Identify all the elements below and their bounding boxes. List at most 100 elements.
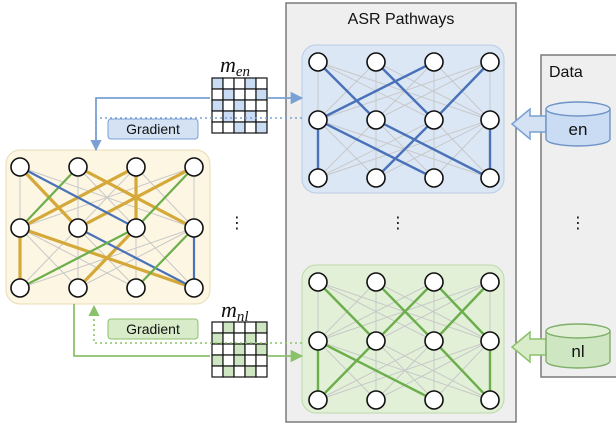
neuron (68, 278, 88, 298)
neuron (424, 110, 444, 130)
mask-cell (222, 354, 235, 367)
mask-cell (222, 88, 235, 101)
database-en-body (545, 109, 611, 147)
dutch-pathway-active-edge (316, 280, 378, 343)
mask-cell (255, 110, 268, 123)
english-pathway-active-edge (432, 60, 492, 122)
mask-en-grid (211, 77, 268, 134)
mask-cell (255, 321, 268, 334)
mask-en-subscript: en (236, 64, 250, 80)
dutch-pathway-edge (317, 340, 491, 401)
en-data-arrow (510, 107, 547, 141)
english-pathway-edge (433, 119, 491, 179)
mask-en-label: men (220, 52, 250, 80)
database-nl-label: nl (571, 342, 584, 361)
en-gradient-arrow (90, 117, 302, 152)
mask-cell (211, 77, 224, 90)
mask-cell (233, 99, 246, 112)
mask-cell (211, 354, 224, 367)
nl-data-arrow (510, 330, 547, 364)
mask-cell (211, 365, 224, 378)
database-en-label: en (569, 120, 588, 139)
masks (211, 77, 268, 378)
mask-cell (222, 77, 235, 90)
english-pathway-active-edge (316, 60, 436, 122)
neuron (10, 157, 30, 177)
english-pathway-edge (317, 119, 377, 179)
shared-model-active-edge (76, 165, 196, 230)
neuron (480, 331, 500, 351)
neuron (424, 168, 444, 188)
shared-model-edge (19, 166, 195, 229)
mask-cell (211, 88, 224, 101)
neuron (184, 218, 204, 238)
mask-cell (244, 121, 257, 134)
database-en-top (545, 101, 611, 117)
neuron (126, 218, 146, 238)
mask-cell (255, 99, 268, 112)
neuron (184, 157, 204, 177)
shared-model-active-edge (76, 226, 138, 290)
mask-cell (233, 354, 246, 367)
mask-cell (233, 343, 246, 356)
dutch-pathway-active-edge (374, 280, 436, 343)
mask-cell (244, 365, 257, 378)
dutch-pathway-edge (375, 340, 491, 401)
neuron (366, 272, 386, 292)
mask-cell (222, 332, 235, 345)
networks (10, 52, 500, 410)
english-pathway-active-edge (374, 60, 436, 122)
mask-cell (255, 88, 268, 101)
neuron (480, 110, 500, 130)
english-pathway-network (308, 52, 500, 188)
database-nl: nl (545, 323, 611, 369)
english-pathway-active-edge (374, 118, 492, 180)
neuron (366, 110, 386, 130)
mask-cell (244, 110, 257, 123)
mask-cell (233, 121, 246, 134)
shared-model-active-edge (134, 165, 196, 230)
dutch-pathway-active-edge (316, 339, 378, 402)
neuron (308, 110, 328, 130)
english-pathway-active-edge (316, 60, 378, 122)
mask-cell (222, 343, 235, 356)
mask-cell (255, 365, 268, 378)
nl-forward-arrow (73, 304, 210, 357)
shared-model-active-edge (18, 226, 138, 290)
mask-cell (255, 77, 268, 90)
dutch-pathway-edge (317, 281, 435, 342)
shared-model-network (10, 157, 204, 298)
database-en: en (545, 101, 611, 147)
neuron (366, 390, 386, 410)
mask-cell (255, 121, 268, 134)
mask-cell (222, 121, 235, 134)
shared-model-edge (19, 227, 79, 289)
dutch-pathway-network (308, 272, 500, 410)
mask-nl-grid (211, 321, 268, 378)
neuron (308, 390, 328, 410)
mask-cell (222, 99, 235, 112)
neuron (308, 168, 328, 188)
shared-model-active-edge (76, 226, 196, 290)
mask-nl-label: mnl (221, 297, 249, 325)
mask-cell (222, 365, 235, 378)
english-pathway-active-edge (316, 118, 436, 180)
shared-model-active-edge (18, 165, 138, 230)
neuron (480, 272, 500, 292)
dutch-pathway-active-edge (432, 280, 492, 343)
mask-cell (244, 354, 257, 367)
mask-cell (244, 343, 257, 356)
neuron (424, 272, 444, 292)
data-ellipsis: ⋮ (570, 215, 586, 232)
shared-model-active-edge (18, 165, 80, 230)
mask-cell (233, 110, 246, 123)
mask-cell (222, 110, 235, 123)
dutch-pathway-active-edge (432, 339, 492, 402)
mask-cell (255, 343, 268, 356)
neuron (308, 52, 328, 72)
neuron (308, 331, 328, 351)
neuron (10, 278, 30, 298)
neuron (126, 157, 146, 177)
